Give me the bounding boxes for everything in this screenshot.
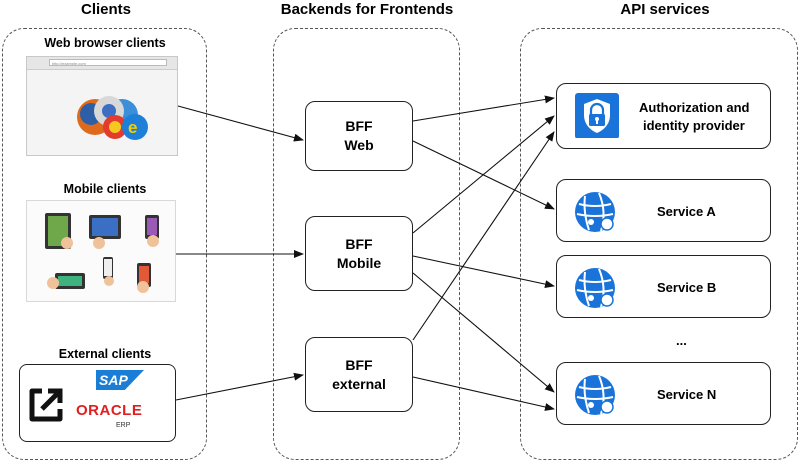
mobile-devices-thumbnail — [26, 200, 176, 302]
api-services-group — [520, 28, 798, 460]
bff-mobile-box: BFF Mobile — [305, 216, 413, 291]
globe-network-icon — [575, 192, 615, 232]
oracle-logo: ORACLE — [76, 402, 143, 419]
arrow-bff-external-to-auth — [412, 131, 555, 341]
globe-network-icon — [575, 268, 615, 308]
service-a-label: Service A — [657, 204, 716, 219]
web-clients-title: Web browser clients — [44, 36, 166, 50]
auth-provider-box: Authorization and identity provider — [556, 83, 771, 149]
mobile-clients-title: Mobile clients — [63, 182, 147, 196]
service-b-label: Service B — [657, 280, 717, 295]
bff-web-label-1: BFF — [345, 118, 373, 134]
service-n-box: Service N — [556, 362, 771, 425]
clients-group — [2, 28, 207, 460]
service-a-box: Service A — [556, 179, 771, 242]
browser-logos-icon: e — [77, 96, 148, 140]
browser-toolbar: http://example.com — [27, 57, 177, 70]
lock-shield-icon — [575, 93, 619, 138]
services-ellipsis: ... — [676, 333, 687, 348]
bff-column-title: Backends for Frontends — [280, 1, 454, 18]
globe-network-icon — [575, 375, 615, 415]
api-column-title: API services — [620, 1, 710, 18]
bff-mobile-label-1: BFF — [345, 235, 373, 252]
bff-web-label-2: Web — [344, 137, 374, 153]
arrow-bff-external-to-service-n — [412, 376, 555, 411]
arrow-external-to-bff-external — [175, 372, 304, 401]
external-clients-title: External clients — [58, 347, 152, 361]
service-n-label: Service N — [657, 387, 717, 402]
bff-external-label-1: BFF — [345, 356, 373, 373]
bff-group — [273, 28, 460, 460]
auth-provider-label-1: Authorization and — [639, 100, 750, 115]
bff-mobile-label-2: Mobile — [336, 254, 382, 271]
arrow-bff-mobile-to-service-b — [412, 255, 555, 289]
bff-web-box: BFF Web — [305, 101, 413, 171]
arrow-bff-mobile-to-auth — [412, 115, 555, 234]
web-browser-thumbnail: http://example.com e — [26, 56, 178, 156]
browser-url: http://example.com — [52, 61, 86, 66]
external-link-icon — [29, 388, 63, 422]
arrow-web-to-bff-web — [177, 105, 304, 142]
erp-label: ERP — [116, 422, 131, 429]
auth-provider-label-2: identity provider — [643, 118, 745, 133]
mobile-devices-icon — [45, 213, 159, 293]
arrow-bff-mobile-to-service-n — [412, 272, 555, 393]
bff-external-box: BFF external — [305, 337, 413, 412]
clients-column-title: Clients — [80, 1, 131, 18]
svg-text:e: e — [128, 118, 137, 137]
service-b-box: Service B — [556, 255, 771, 318]
arrow-bff-web-to-auth — [412, 95, 555, 122]
bff-external-label-2: external — [332, 375, 386, 392]
external-clients-box: SAP ORACLE ERP — [19, 364, 176, 442]
browser-address-bar: http://example.com — [49, 59, 167, 66]
